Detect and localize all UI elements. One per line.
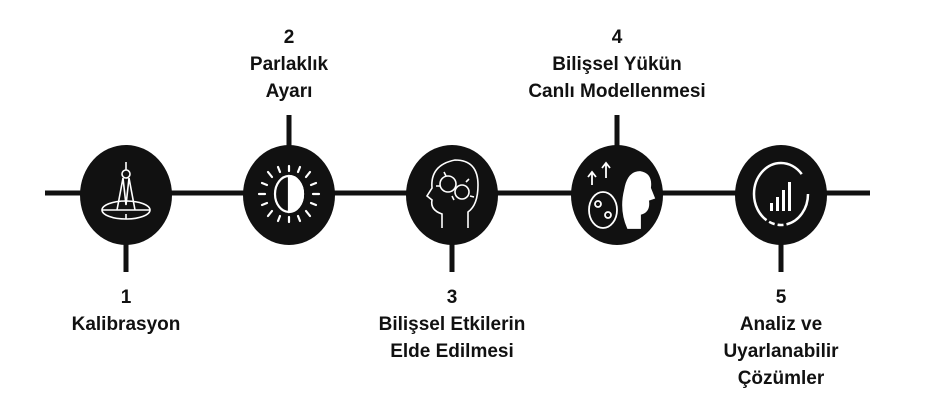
step-2-label: 2 Parlaklık Ayarı [159,24,419,105]
step-number: 2 [283,27,295,48]
step-title: Kalibrasyon [71,314,181,335]
step-number: 4 [611,27,623,48]
step-3-node [406,145,498,245]
step-title: Uyarlanabilir [723,341,839,362]
step-title: Bilişsel Yükün [552,54,682,75]
step-title: Analiz ve [739,314,823,335]
brightness-icon [257,164,321,224]
step-4-node [571,145,663,245]
step-5-node [735,145,827,245]
analytics-icon [752,161,810,227]
step-2-node [243,145,335,245]
step-title: Bilişsel Etkilerin [378,314,526,335]
step-title: Elde Edilmesi [390,341,514,362]
step-title: Parlaklık [249,54,329,75]
cognitive-load-icon [587,161,656,229]
step-4-label: 4 Bilişsel Yükün Canlı Modellenmesi [487,24,747,105]
step-title: Canlı Modellenmesi [528,81,706,102]
step-number: 3 [446,287,458,308]
step-title: Çözümler [737,368,825,389]
step-1-node [80,145,172,245]
step-5-label: 5 Analiz ve Uyarlanabilir Çözümler [651,284,911,392]
step-1-label: 1 Kalibrasyon [0,284,256,338]
step-number: 1 [120,287,132,308]
compass-icon [101,162,151,220]
brain-gears-icon [425,159,479,228]
step-title: Ayarı [265,81,313,102]
step-3-label: 3 Bilişsel Etkilerin Elde Edilmesi [322,284,582,365]
step-number: 5 [775,287,787,308]
